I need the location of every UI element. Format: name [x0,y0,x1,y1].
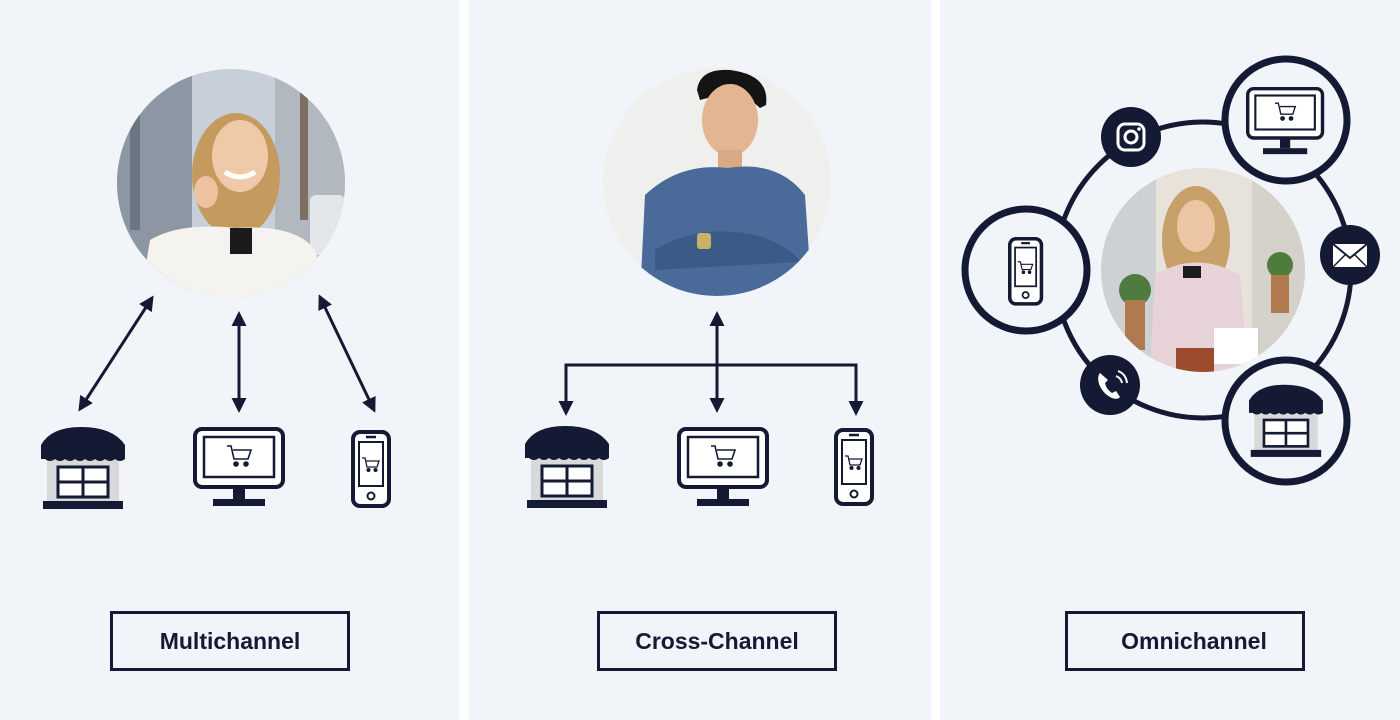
man-arms-crossed-photo [603,68,831,296]
woman-on-phone-photo [117,69,345,297]
woman-shopping-phone-photo [1101,168,1305,372]
cross-channel-label-text: Cross-Channel [635,627,799,654]
omnichannel-label: Omnichannel [1065,611,1305,671]
phone-call-icon [1080,355,1140,415]
computer-cart-node [1221,55,1351,185]
multichannel-label: Multichannel [110,611,350,671]
smartphone-cart-icon [834,428,874,506]
smartphone-cart-icon [351,430,391,508]
smartphone-cart-node [961,205,1091,335]
store-node [1221,356,1351,486]
computer-cart-icon [677,427,769,508]
store-icon [523,424,611,510]
instagram-icon [1101,107,1161,167]
multichannel-label-text: Multichannel [159,627,301,654]
computer-cart-icon [193,427,285,508]
store-icon [1247,383,1325,459]
store-icon [39,425,127,511]
omnichannel-label-text: Omnichannel [1121,627,1267,654]
email-icon [1320,225,1380,285]
cross-channel-label: Cross-Channel [597,611,837,671]
smartphone-cart-icon [1008,236,1044,306]
